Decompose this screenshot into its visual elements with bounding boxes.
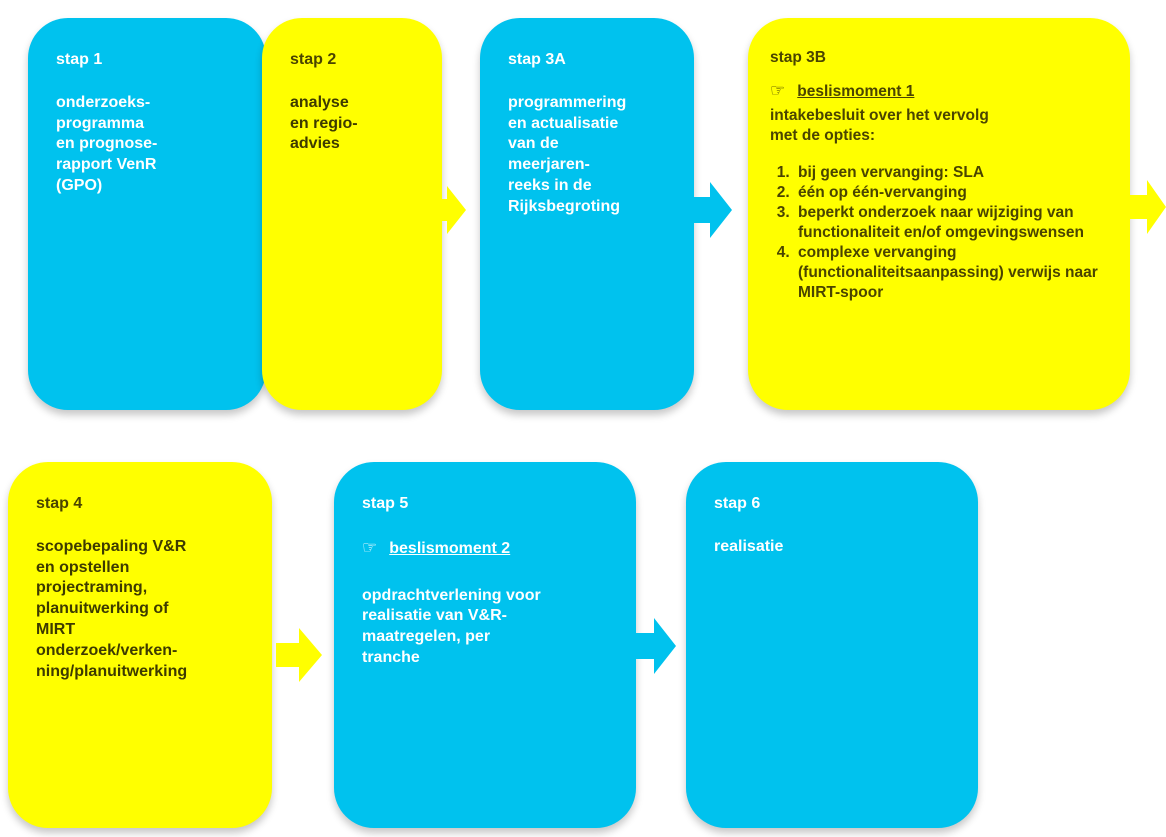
step-1-label: stap 1 [56, 51, 103, 68]
step-6-label: stap 6 [714, 495, 761, 512]
step-6-description: realisatie [714, 537, 784, 555]
pointing-hand-icon: ☞ [362, 537, 378, 557]
arrow-step4-to-step5 [276, 628, 322, 682]
pointing-hand-icon: ☞ [770, 81, 786, 101]
step-2-description: analyse en regio- advies [290, 93, 358, 153]
step-1-box: stap 1 onderzoeks- programma en prognose… [28, 18, 266, 410]
step-2-label: stap 2 [290, 51, 337, 68]
option-item: complexe vervanging (functionaliteitsaan… [794, 243, 1116, 303]
decision-moment-2-label: beslismoment 2 [389, 539, 511, 557]
arrow-step5-to-step6 [632, 618, 676, 674]
step-4-box: stap 4 scopebepaling V&R en opstellen pr… [8, 462, 272, 828]
arrow-step2-to-step3a [428, 186, 466, 234]
step-4-label: stap 4 [36, 495, 83, 512]
step-4-description: scopebepaling V&R en opstellen projectra… [36, 537, 188, 680]
step-5-box: stap 5 ☞ beslismoment 2 opdrachtverlening… [334, 462, 636, 828]
arrow-step3b-to-step4 [1128, 180, 1166, 234]
step-1-description: onderzoeks- programma en prognose- rappo… [56, 93, 158, 194]
options-list: bij geen vervanging: SLA één op één-verv… [770, 163, 1116, 304]
decision-moment-2: ☞ beslismoment 2 [362, 537, 616, 560]
decision-moment-1-label: beslismoment 1 [797, 83, 915, 101]
option-item: beperkt onderzoek naar wijziging van fun… [794, 203, 1116, 243]
step-3b-label: stap 3B [770, 49, 826, 66]
step-5-label: stap 5 [362, 495, 409, 512]
step-2-box: stap 2 analyse en regio- advies [262, 18, 442, 410]
step-3a-box: stap 3A programmering en actualisatie va… [480, 18, 694, 410]
step-3a-description: programmering en actualisatie van de mee… [508, 93, 627, 215]
arrow-step1-to-step2 [228, 178, 272, 240]
step-6-box: stap 6 realisatie [686, 462, 978, 828]
step-3b-box: stap 3B ☞ beslismoment 1 intakebesluit ov… [748, 18, 1130, 410]
step-3b-intro: intakebesluit over het vervolg met de op… [770, 107, 989, 145]
decision-moment-1: ☞ beslismoment 1 [770, 80, 1116, 102]
option-item: bij geen vervanging: SLA [794, 163, 1116, 183]
step-5-description: opdrachtverlening voor realisatie van V&… [362, 586, 541, 666]
option-item: één op één-vervanging [794, 183, 1116, 203]
step-3a-label: stap 3A [508, 51, 566, 68]
arrow-step3a-to-step3b [688, 182, 732, 238]
